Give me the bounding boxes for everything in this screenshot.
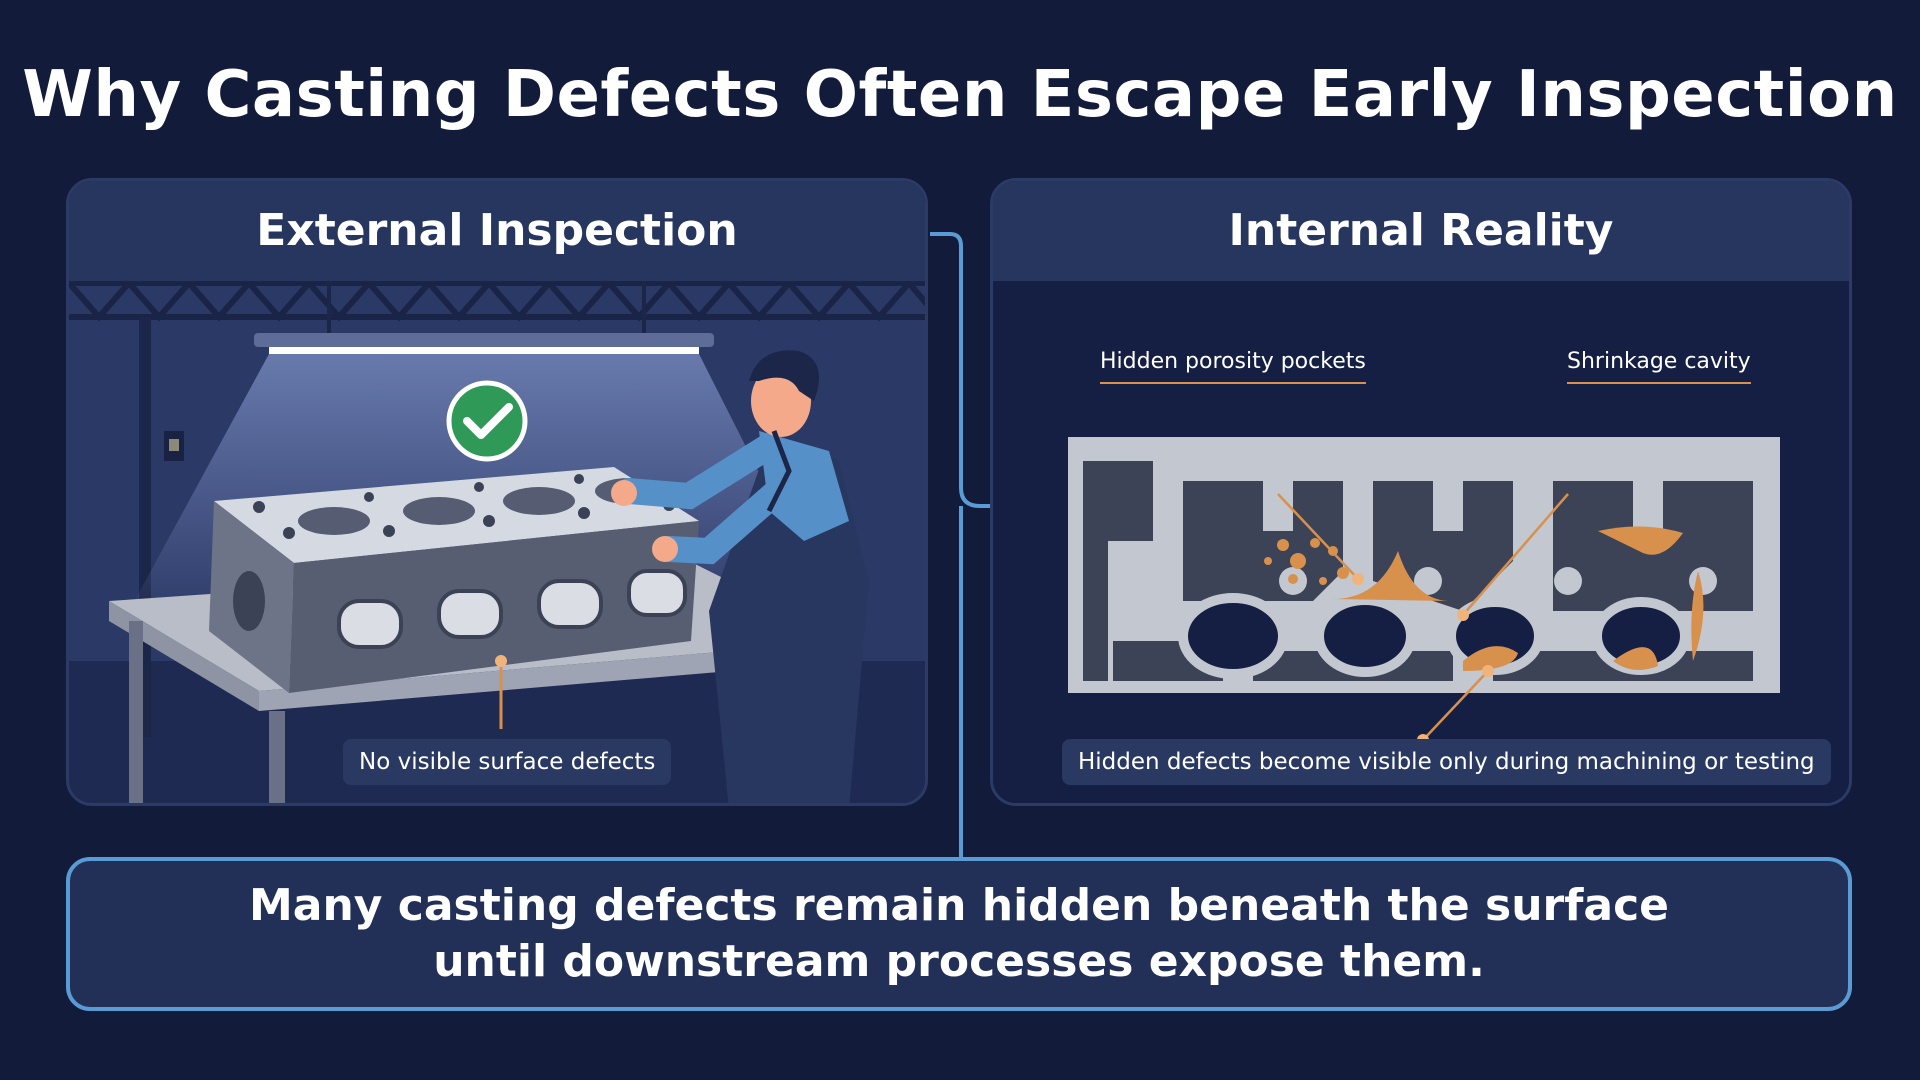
inspection-scene: No visible surface defects [69, 281, 925, 803]
summary-line-2: until downstream processes expose them. [433, 936, 1485, 987]
page-title: Why Casting Defects Often Escape Early I… [22, 58, 1898, 132]
shrinkage-cavity [1333, 551, 1448, 601]
porosity-callout-label: Hidden porosity pockets [1100, 349, 1366, 384]
connector-line-top [930, 232, 996, 508]
summary-box: Many casting defects remain hidden benea… [66, 857, 1852, 1011]
internal-reality-heading: Internal Reality [993, 181, 1849, 281]
cutaway-illustration [993, 281, 1849, 803]
porosity-pockets [1264, 538, 1349, 585]
inspector-worker [611, 350, 869, 803]
no-surface-defects-caption: No visible surface defects [343, 739, 672, 785]
casting-cross-section [1068, 437, 1780, 693]
shrinkage-callout-label: Shrinkage cavity [1567, 349, 1751, 384]
external-inspection-panel: External Inspection [66, 178, 928, 806]
summary-line-1: Many casting defects remain hidden benea… [248, 880, 1669, 931]
leader-dot [495, 655, 507, 667]
ceiling-truss [69, 281, 925, 322]
external-inspection-heading: External Inspection [69, 181, 925, 281]
inspection-illustration [69, 281, 925, 803]
cutaway-scene: Hidden porosity pockets Shrinkage cavity… [993, 281, 1849, 803]
engine-cylinder-head [209, 467, 699, 693]
hidden-defects-caption: Hidden defects become visible only durin… [1062, 739, 1831, 785]
overhead-lamp [254, 333, 714, 347]
check-icon [446, 380, 528, 462]
internal-reality-panel: Internal Reality [990, 178, 1852, 806]
